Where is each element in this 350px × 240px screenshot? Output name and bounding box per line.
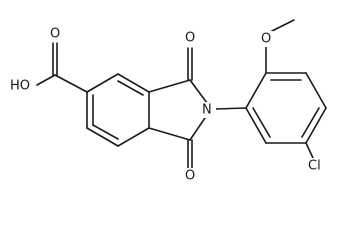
bond-n-aryl xyxy=(215,107,247,110)
bond-aryl-inner-3 xyxy=(252,107,271,138)
bond-imide-n-c3 xyxy=(189,114,208,141)
bond-aryl-1 xyxy=(245,72,267,109)
atom-label-chloro: Cl xyxy=(308,159,321,174)
bond-benzo-inner-1 xyxy=(117,80,144,96)
atom-label-acid-carbonyl-oxygen: O xyxy=(50,27,60,42)
atom-label-methoxy-oxygen: O xyxy=(261,32,271,47)
bond-aryl-inner-2 xyxy=(301,107,320,138)
bond-imide-c1-n xyxy=(189,79,208,104)
bond-imide-c1-top xyxy=(148,79,191,93)
atom-labels: HO O O N O O Cl xyxy=(8,26,326,184)
bond-acid-c-oh xyxy=(36,74,56,86)
atom-label-imide-oxygen-bottom: O xyxy=(185,169,195,184)
bond-aryl-3 xyxy=(305,72,327,109)
bond-acid-c-ring xyxy=(54,74,88,93)
bond-aryl-chloro xyxy=(305,142,314,159)
bond-benzo-2 xyxy=(117,73,150,93)
bond-skeleton xyxy=(36,19,327,169)
atom-label-hydroxyl: HO xyxy=(10,79,30,94)
bond-imide-c3-bottom xyxy=(148,127,191,141)
atom-label-imide-oxygen-top: O xyxy=(185,31,195,46)
bond-aryl-6 xyxy=(245,107,267,144)
bond-benzo-inner-2 xyxy=(92,124,119,140)
chemical-structure-diagram: HO O O N O O Cl xyxy=(8,19,327,184)
bond-benzo-1 xyxy=(86,73,119,93)
atom-label-imide-nitrogen: N xyxy=(202,103,212,118)
bond-aryl-4 xyxy=(305,107,327,144)
bond-benzo-4 xyxy=(117,127,150,147)
bond-benzo-5 xyxy=(86,127,119,147)
